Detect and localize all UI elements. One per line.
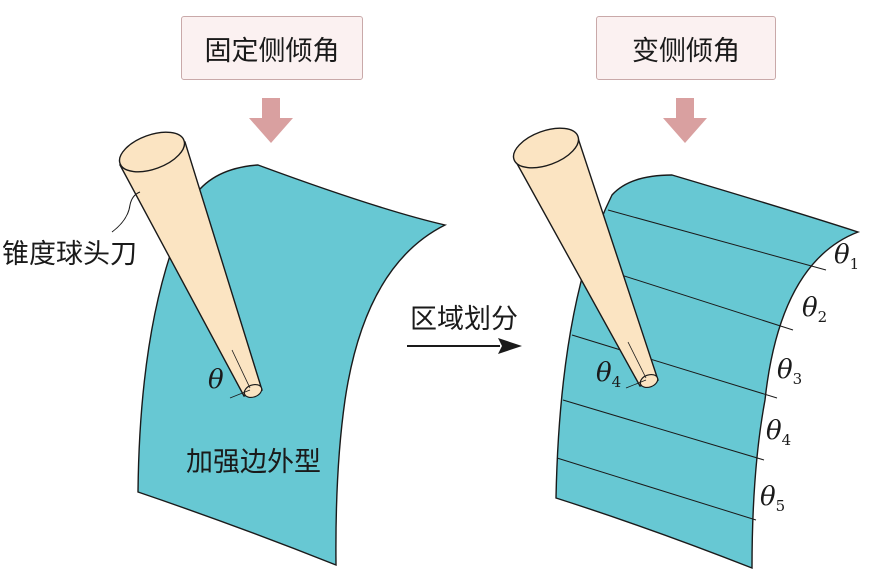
title-variable-tilt-text: 变侧倾角 [632,35,740,67]
right-down-arrow [663,98,707,143]
left-angle-ref [229,389,251,399]
zone-line-5 [556,457,757,521]
title-variable-tilt: 变侧倾角 [596,16,776,80]
tool-label: 锥度球头刀 [2,239,137,270]
right-tool-angle-label: θ4 [596,358,622,391]
right-tool-ball [639,373,659,389]
right-tool-top [512,127,580,169]
left-angle-label: θ [208,365,224,395]
right-tool-axis [627,341,647,379]
zone-angle-3: θ3 [777,355,803,388]
zone-line-3 [571,334,778,399]
process-label: 区域划分 [410,304,518,335]
title-fixed-tilt: 固定侧倾角 [181,16,363,80]
zone-angle-1: θ1 [834,240,860,273]
zone-angle-5: θ5 [760,482,786,515]
tool-label-leader [111,191,141,233]
left-tool-ball [243,383,263,399]
process-arrow-head [498,338,522,354]
left-tool-top [118,131,186,173]
zone-angle-4: θ4 [766,416,792,449]
zone-angle-2: θ2 [802,293,828,326]
zone-line-1 [607,209,827,271]
zone-line-4 [562,399,765,461]
left-down-arrow [249,98,293,143]
surface-label: 加强边外型 [186,447,321,478]
left-tool-axis [231,349,251,389]
right-angle-ref [625,379,647,389]
title-fixed-tilt-text: 固定侧倾角 [204,35,340,67]
